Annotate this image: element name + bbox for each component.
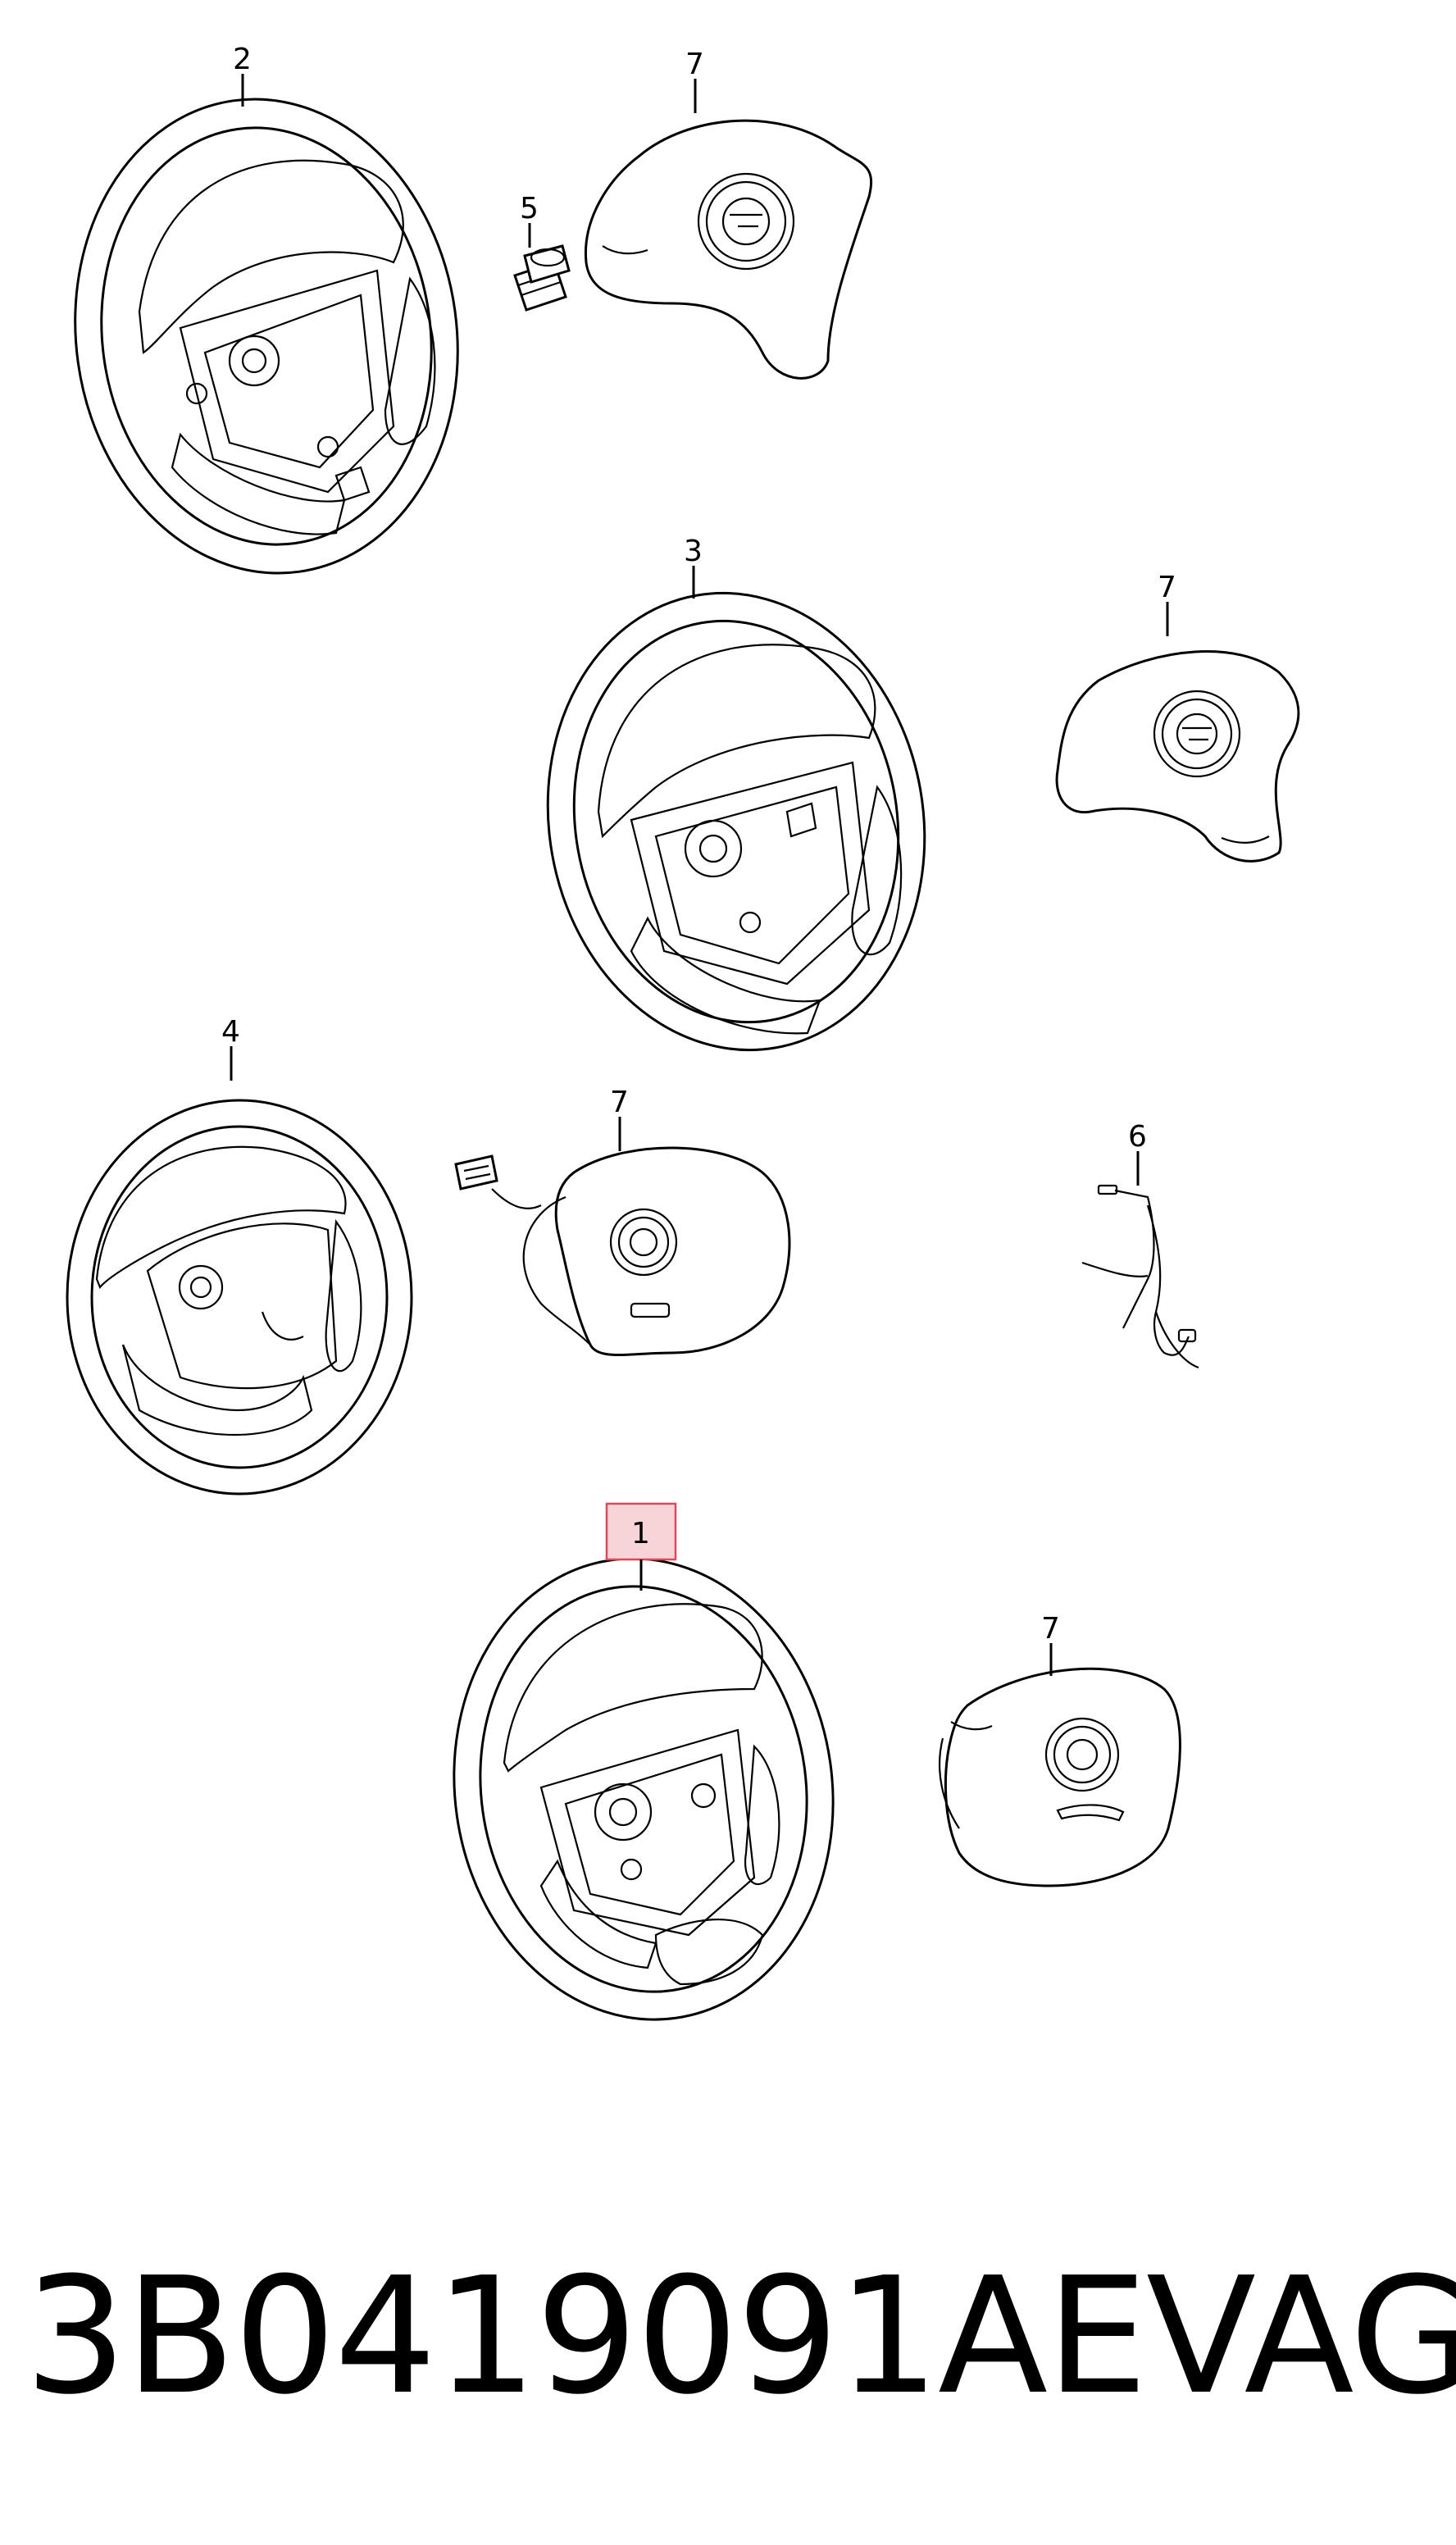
airbag-7-middle (1055, 650, 1300, 863)
footer-caption: 3B0419091AE VAG (25, 2243, 1456, 2430)
cable-6 (1081, 1184, 1199, 1369)
bolt-5 (513, 244, 571, 312)
steering-wheel-3 (546, 591, 926, 1052)
callout-6: 6 (1128, 1120, 1147, 1154)
callout-3: 3 (684, 535, 703, 568)
callout-7d: 7 (1041, 1612, 1060, 1646)
steering-wheel-2 (74, 98, 459, 575)
parts-diagram: 2 5 7 3 (66, 43, 1300, 2021)
callout-7a: 7 (685, 48, 704, 81)
callout-7c: 7 (610, 1086, 629, 1119)
callout-1: 1 (631, 1517, 650, 1550)
brand-label: VAG (1146, 2243, 1456, 2430)
callout-2: 2 (233, 43, 252, 76)
airbag-7-connector (454, 1146, 791, 1356)
airbag-7-bottom (938, 1667, 1181, 1887)
callout-5: 5 (520, 192, 539, 225)
airbag-7-top (584, 119, 873, 380)
callout-7b: 7 (1158, 571, 1176, 604)
part-number: 3B0419091AE (25, 2243, 1148, 2430)
steering-wheel-1 (453, 1557, 835, 2021)
steering-wheel-4 (66, 1099, 413, 1496)
callout-4: 4 (221, 1015, 240, 1049)
